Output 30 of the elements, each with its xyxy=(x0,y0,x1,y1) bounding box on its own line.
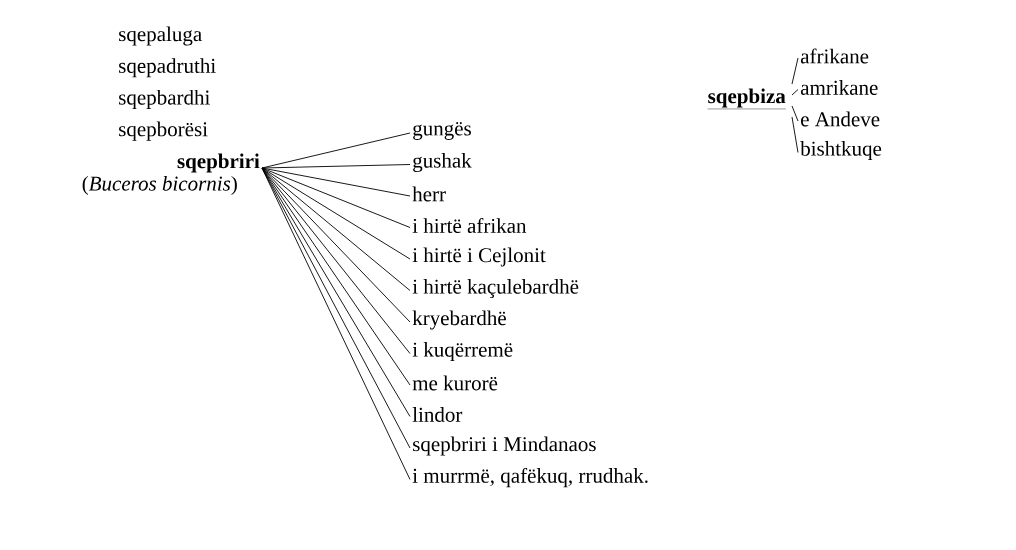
branch-term: i hirtë afrikan xyxy=(412,218,527,233)
term-label: sqepaluga xyxy=(119,26,202,46)
root-term: sqepbiza xyxy=(707,88,786,110)
branch-term: i hirtë i Cejlonit xyxy=(412,247,546,267)
branch-term: i kuqërremë xyxy=(412,342,513,362)
branch-term: me kurorë xyxy=(412,375,498,391)
branch-term: herr xyxy=(412,186,446,202)
branch-term: sqepbriri i Mindanaos xyxy=(413,436,596,456)
branch-term: gushak xyxy=(413,152,472,173)
branch-term: i hirtë kaçulebardhë xyxy=(412,279,579,299)
connector-line xyxy=(261,167,411,228)
branch-term: i murrmë, qafëkuq, rrudhak. xyxy=(412,467,648,488)
scientific-name: (Buceros bicornis) xyxy=(82,175,237,195)
connector-line xyxy=(261,167,411,291)
branch-term: e Andeve xyxy=(801,111,880,127)
branch-term: lindor xyxy=(412,407,463,422)
root-term: sqepbriri xyxy=(177,153,260,173)
branch-term: gungës xyxy=(413,122,471,140)
branch-term: amrikane xyxy=(800,80,878,95)
term-label: sqepadruthi xyxy=(119,58,216,78)
connector-line xyxy=(791,105,799,122)
branch-term: bishtkuqe xyxy=(800,141,882,161)
connector-line xyxy=(791,57,799,85)
branch-term: kryebardhë xyxy=(412,310,506,330)
connector-line xyxy=(791,116,799,153)
connector-line xyxy=(791,89,799,96)
connector-line xyxy=(261,164,411,169)
term-label: sqepbardhi xyxy=(119,89,210,109)
branch-term: afrikane xyxy=(800,48,869,64)
term-label: sqepborësi xyxy=(119,121,208,141)
